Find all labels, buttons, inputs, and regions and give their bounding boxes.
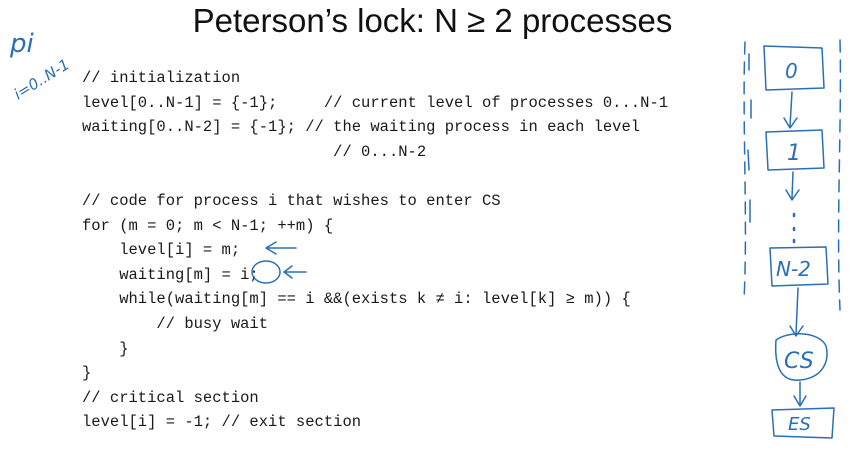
arrow-1-dots xyxy=(785,171,800,201)
box-n2-outline xyxy=(769,246,829,287)
box-n2-label: N-2 xyxy=(776,257,811,281)
arrow-n2-cs xyxy=(789,287,804,337)
code-line: } xyxy=(82,339,129,358)
code-line: level[i] = -1; // exit section xyxy=(82,413,362,432)
tick-marks xyxy=(747,53,752,223)
code-line: } xyxy=(82,364,92,383)
code-line: while(waiting[m] == i &&(exists k ≠ i: l… xyxy=(82,290,631,309)
box-0-label: 0 xyxy=(785,59,798,83)
code-line: waiting[m] = i; xyxy=(82,265,259,284)
dashed-loop xyxy=(743,39,842,311)
code-line: level[i] = m; xyxy=(82,241,241,260)
arrow-cs-es xyxy=(793,381,807,407)
slide-title: Peterson’s lock: N ≥ 2 processes xyxy=(192,2,673,39)
box-es-label: ES xyxy=(788,414,811,435)
box-cs-outline xyxy=(774,333,828,381)
code-line: // busy wait xyxy=(82,314,269,333)
box-0-outline xyxy=(763,45,825,91)
code-line: for (m = 0; m < N-1; ++m) { xyxy=(82,216,334,235)
code-line xyxy=(82,164,668,189)
code-block: // initialization level[0..N-1] = {-1}; … xyxy=(82,66,668,435)
box-es-outline xyxy=(771,407,835,439)
code-line: waiting[0..N-2] = {-1}; // the waiting p… xyxy=(82,118,641,137)
arrow-0-1 xyxy=(783,91,798,129)
range-label: i=0..N-1 xyxy=(11,55,73,103)
code-line: // 0...N-2 xyxy=(82,142,427,161)
box-cs-label: CS xyxy=(784,349,814,374)
box-1-outline xyxy=(765,129,825,171)
code-line: level[0..N-1] = {-1}; // current level o… xyxy=(82,93,668,112)
code-line: // initialization xyxy=(82,69,241,87)
box-1-label: 1 xyxy=(787,141,801,166)
code-line: // code for process i that wishes to ent… xyxy=(82,191,501,210)
code-line: // critical section xyxy=(82,388,259,407)
